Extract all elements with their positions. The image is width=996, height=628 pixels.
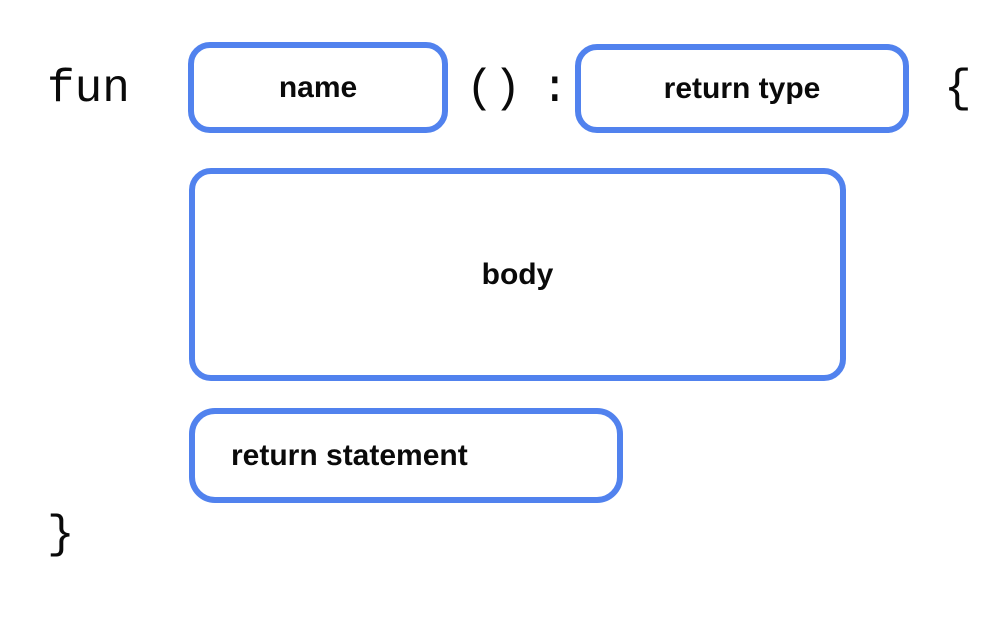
slot-return-statement-label: return statement [231,438,468,472]
slot-body[interactable]: body [189,168,846,381]
brace-close-token: } [47,509,75,561]
brace-open-token: { [944,63,972,115]
slot-return-statement[interactable]: return statement [189,408,623,503]
parentheses-token: () [466,63,522,115]
slot-return-type-label: return type [663,71,821,105]
slot-name-label: name [278,70,358,104]
slot-body-label: body [481,257,554,291]
slot-name[interactable]: name [188,42,448,133]
keyword-fun: fun [47,63,130,115]
colon-token: : [541,63,569,115]
slot-return-type[interactable]: return type [575,44,909,133]
